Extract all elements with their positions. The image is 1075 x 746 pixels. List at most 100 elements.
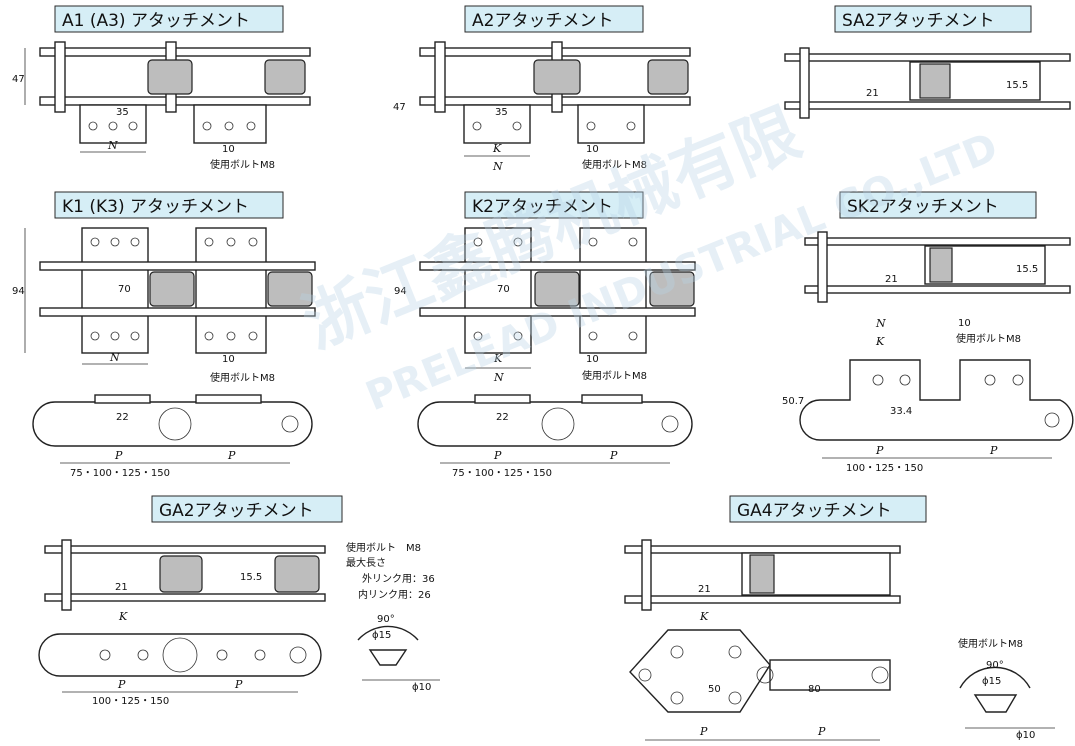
k1-title-box bbox=[54, 191, 284, 219]
a1-hole bbox=[202, 121, 212, 131]
ga4-plate-top bbox=[624, 545, 901, 554]
ga4-pin bbox=[641, 539, 652, 611]
k2-side-end bbox=[661, 415, 679, 433]
ga4-dim-k: K bbox=[699, 610, 709, 623]
ga2-hole bbox=[137, 649, 149, 661]
a2-hole bbox=[472, 121, 482, 131]
sa2-dim-15-5: 15.5 bbox=[1006, 80, 1028, 91]
ga4-end-hole bbox=[871, 666, 889, 684]
ga4-hole bbox=[670, 691, 684, 705]
ga2-phi15: ϕ15 bbox=[372, 630, 391, 641]
a1-bolt-note: 使用ボルトM8 bbox=[210, 158, 275, 171]
a1-dim-10: 10 bbox=[222, 144, 235, 155]
k1-plate-bot bbox=[39, 307, 316, 317]
k2-hole bbox=[588, 237, 598, 247]
ga2-bolt-note: 使用ボルト M8 bbox=[346, 541, 421, 554]
k2-dim-k: K bbox=[493, 352, 503, 365]
k2-hole bbox=[513, 331, 523, 341]
k2-hole bbox=[473, 237, 483, 247]
k2-roller-2 bbox=[649, 271, 695, 307]
k2-hole bbox=[588, 331, 598, 341]
sk2-dim-k: K bbox=[875, 335, 885, 348]
sk2-side-plate bbox=[799, 359, 1074, 441]
k1-hole bbox=[110, 331, 120, 341]
ga2-pitch: 100・125・150 bbox=[92, 696, 169, 707]
ga4-phi15: ϕ15 bbox=[982, 676, 1001, 687]
a2-roller-1 bbox=[533, 59, 581, 95]
k2-hole bbox=[513, 237, 523, 247]
ga4-link-body bbox=[769, 659, 891, 691]
sk2-dim-p2: P bbox=[989, 444, 998, 457]
ga2-dim-p2: P bbox=[234, 678, 243, 691]
sa2-roller bbox=[919, 63, 951, 99]
ga4-dim-p1: P bbox=[699, 725, 708, 738]
k1-side-view-group: 22 P P 75・100・125・150 bbox=[32, 394, 313, 479]
sk2-dim-21: 21 bbox=[885, 274, 898, 285]
ga2-plate-top bbox=[44, 545, 326, 554]
ga4-hole bbox=[670, 645, 684, 659]
k1-side-end bbox=[281, 415, 299, 433]
a2-hole bbox=[512, 121, 522, 131]
k1-hole bbox=[248, 331, 258, 341]
a1-tab-1 bbox=[79, 104, 147, 144]
a1-hole bbox=[108, 121, 118, 131]
sk2-dim-33-4: 33.4 bbox=[890, 406, 912, 417]
ga2-plate-bot bbox=[44, 593, 326, 602]
k1-dim-n: N bbox=[109, 351, 120, 364]
a2-dim-n: N bbox=[492, 160, 503, 173]
k1-hole bbox=[226, 237, 236, 247]
sk2-dim-50-7: 50.7 bbox=[782, 396, 804, 407]
ga4-pin-hole bbox=[756, 666, 774, 684]
k2-attachment-group: K2アタッチメント 94 70 K N 10 使用ボルトM8 bbox=[394, 191, 696, 384]
ga4-pin-hole bbox=[638, 668, 652, 682]
ga4-dim-80: 80 bbox=[808, 684, 821, 695]
ga2-countersink bbox=[368, 649, 408, 666]
ga4-plate-bot bbox=[624, 595, 901, 604]
k1-side-plate bbox=[32, 401, 313, 447]
a2-dim-k: K bbox=[492, 142, 502, 155]
ga2-side-plate bbox=[38, 633, 322, 677]
a2-bolt-note: 使用ボルトM8 bbox=[582, 158, 647, 171]
ga2-pin bbox=[61, 539, 72, 611]
k2-side-dim-22: 22 bbox=[496, 412, 509, 423]
ga4-dim-p2: P bbox=[817, 725, 826, 738]
sa2-plate-top bbox=[784, 53, 1071, 62]
a1-hole bbox=[128, 121, 138, 131]
k1-title: K1 (K3) アタッチメント bbox=[62, 197, 249, 217]
k1-hole bbox=[204, 331, 214, 341]
k1-bolt-note: 使用ボルトM8 bbox=[210, 371, 275, 384]
k2-plate-bot bbox=[419, 307, 696, 317]
ga2-hole bbox=[216, 649, 228, 661]
sk2-plate-top bbox=[804, 237, 1071, 246]
a2-title-box bbox=[464, 5, 644, 33]
k2-pitch: 75・100・125・150 bbox=[452, 468, 552, 479]
ga4-bolt-note: 使用ボルトM8 bbox=[958, 637, 1023, 650]
ga2-side-roller bbox=[162, 637, 198, 673]
a2-hole bbox=[626, 121, 636, 131]
sa2-pin bbox=[799, 47, 810, 119]
sk2-title: SK2アタッチメント bbox=[847, 197, 999, 217]
a1-dim-n: N bbox=[107, 139, 118, 152]
k2-hole bbox=[473, 331, 483, 341]
k2-title: K2アタッチメント bbox=[472, 197, 613, 217]
ga2-dim-21: 21 bbox=[115, 582, 128, 593]
a1-attachment-group: A1 (A3) アタッチメント 47 35 N 10 使用ボルトM8 bbox=[12, 5, 311, 171]
sk2-dim-p1: P bbox=[875, 444, 884, 457]
k2-bolt-note: 使用ボルトM8 bbox=[582, 369, 647, 382]
k2-side-plate bbox=[417, 401, 693, 447]
k2-side-p2: P bbox=[609, 449, 618, 462]
ga2-roller-1 bbox=[159, 555, 203, 593]
k2-title-box bbox=[464, 191, 644, 219]
a2-dim-47: 47 bbox=[393, 102, 406, 113]
k2-side-tab-2 bbox=[581, 394, 643, 404]
a2-dim-10: 10 bbox=[586, 144, 599, 155]
ga4-countersink bbox=[973, 694, 1018, 713]
sa2-title-box bbox=[834, 5, 1032, 33]
k1-dim-10: 10 bbox=[222, 354, 235, 365]
a2-pin-1 bbox=[434, 41, 446, 113]
k2-side-p1: P bbox=[493, 449, 502, 462]
ga4-dim-21: 21 bbox=[698, 584, 711, 595]
a1-title: A1 (A3) アタッチメント bbox=[62, 11, 250, 31]
ga2-title: GA2アタッチメント bbox=[159, 501, 314, 521]
sk2-dim-n: N bbox=[875, 317, 886, 330]
